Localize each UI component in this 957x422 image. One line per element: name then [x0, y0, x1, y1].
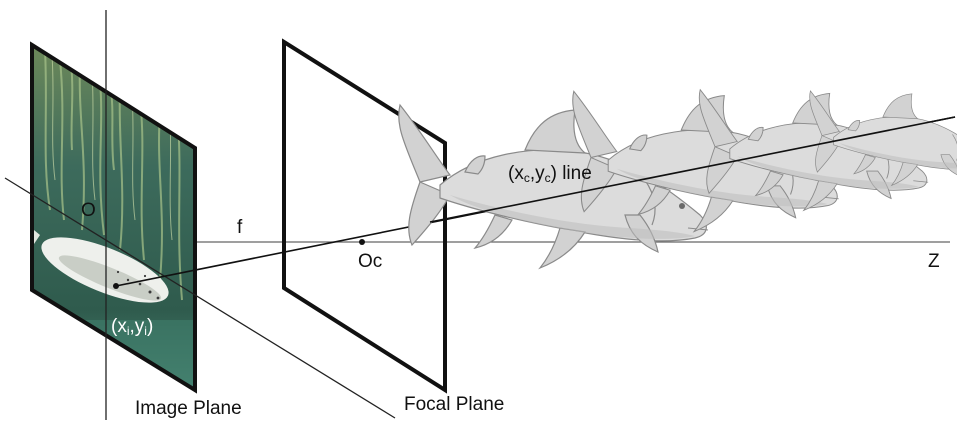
- camera-point-label: (xc,yc) line: [508, 163, 592, 185]
- image-plane-label: Image Plane: [135, 398, 242, 419]
- focal-plane-label: Focal Plane: [404, 394, 505, 415]
- projection-ray-overlay: [429, 116, 956, 223]
- image-plane-photo: [32, 45, 195, 390]
- image-point-label: (xi,yi): [111, 316, 154, 338]
- x-axis-line: [4, 177, 396, 419]
- focal-length-label: f: [237, 217, 243, 238]
- z-axis-label: Z: [928, 251, 940, 272]
- image-point-dot: [113, 283, 119, 289]
- optical-center-label: Oc: [358, 251, 383, 272]
- image-plane-frame: [30, 41, 197, 394]
- optical-center-dot: [359, 239, 365, 245]
- focal-plane-frame: [282, 38, 447, 394]
- origin-label: O: [81, 200, 96, 221]
